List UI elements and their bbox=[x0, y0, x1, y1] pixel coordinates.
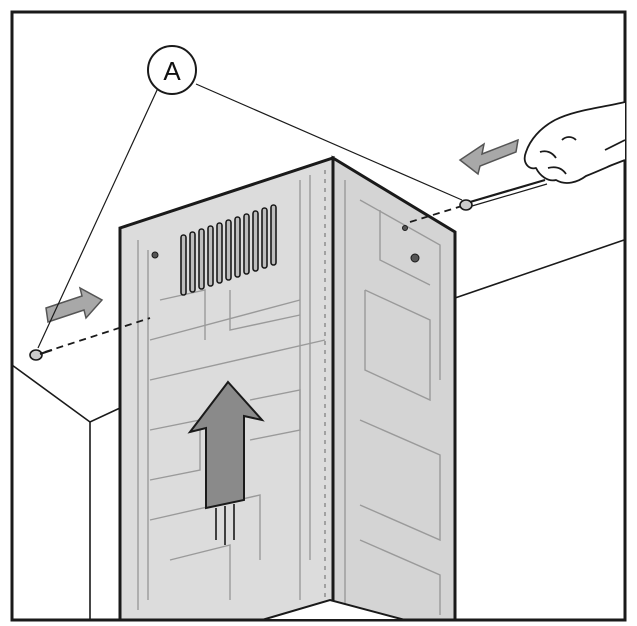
callout-leader-lines bbox=[37, 83, 463, 349]
base-block bbox=[261, 598, 406, 621]
hand-icon bbox=[523, 101, 626, 184]
right-screw-icon bbox=[409, 199, 473, 223]
back-panel-details bbox=[137, 175, 326, 610]
side-panel-details bbox=[344, 180, 441, 615]
vent-grille bbox=[180, 204, 277, 296]
callout-circle bbox=[147, 45, 197, 95]
appliance-side-panel bbox=[331, 155, 457, 622]
up-arrow-icon bbox=[187, 380, 265, 545]
screwdriver-icon bbox=[469, 178, 548, 207]
mounting-holes bbox=[151, 225, 420, 263]
left-arrow-icon bbox=[458, 138, 519, 176]
left-screw-icon bbox=[29, 317, 151, 361]
right-arrow-icon bbox=[45, 286, 104, 323]
callout-label: A bbox=[163, 56, 181, 86]
wall-cabinet bbox=[11, 239, 625, 620]
